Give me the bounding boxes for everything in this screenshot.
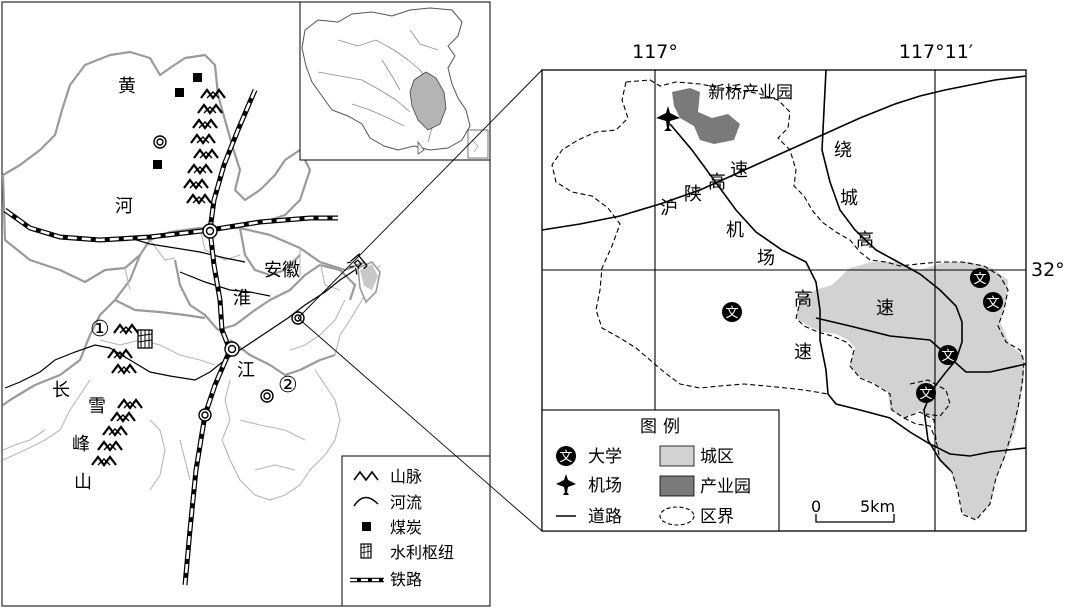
label-xinqiao-park: 新桥产业园 bbox=[708, 83, 793, 103]
railways bbox=[3, 89, 338, 586]
city-markers bbox=[153, 135, 305, 422]
latitude-label-32: 32° bbox=[1031, 259, 1065, 281]
city-marker bbox=[224, 341, 240, 357]
label-xue: 雪 bbox=[88, 396, 106, 417]
graticule-lines bbox=[542, 70, 1026, 531]
left-map-legend: 山脉 河流 煤炭 水利枢纽 铁路 bbox=[341, 455, 491, 607]
university-icon: 文 bbox=[970, 268, 990, 288]
city-marker bbox=[260, 389, 274, 403]
legend-label-boundary: 区界 bbox=[700, 507, 734, 527]
svg-text:文: 文 bbox=[973, 272, 986, 287]
label-hushan-3: 高 bbox=[708, 172, 726, 193]
universities: 文 文 文 文 文 bbox=[722, 268, 1003, 403]
coal-icon bbox=[175, 88, 184, 97]
coal-icon bbox=[362, 522, 371, 531]
label-feng: 峰 bbox=[72, 434, 90, 455]
road-branch-south bbox=[923, 371, 951, 471]
legend-title: 图例 bbox=[640, 417, 686, 437]
legend-label-university: 大学 bbox=[588, 447, 622, 467]
label-huang: 黄 bbox=[118, 76, 136, 97]
university-icon: 文 bbox=[983, 292, 1003, 312]
svg-text:文: 文 bbox=[725, 306, 738, 321]
university-icon: 文 bbox=[556, 446, 576, 466]
university-icon: 文 bbox=[938, 345, 958, 365]
legend-label-industrial: 产业园 bbox=[700, 477, 751, 497]
svg-text:文: 文 bbox=[941, 349, 954, 364]
city-marker bbox=[153, 135, 167, 149]
legend-label-road: 道路 bbox=[588, 507, 622, 527]
mountain-icon bbox=[353, 470, 379, 482]
left-regional-map: 黄 河 安徽 淮 河 长 江 雪 峰 山 ① ② bbox=[1, 1, 491, 607]
label-airport-1: 机 bbox=[726, 220, 744, 241]
label-airport-4: 速 bbox=[794, 342, 812, 363]
label-he: 河 bbox=[115, 196, 133, 217]
label-ring-2: 城 bbox=[840, 188, 858, 209]
label-hushan-1: 沪 bbox=[660, 198, 678, 219]
road-branch-center bbox=[815, 317, 931, 341]
label-ring-3: 高 bbox=[856, 230, 874, 251]
urban-area-swatch bbox=[659, 445, 695, 467]
airport-icon bbox=[556, 474, 576, 495]
legend-label-mountain: 山脉 bbox=[390, 467, 422, 486]
legend-label-railway: 铁路 bbox=[390, 570, 422, 589]
label-shan: 山 bbox=[74, 472, 92, 493]
hydro-hub-icon bbox=[360, 543, 372, 559]
longitude-label-117: 117° bbox=[632, 41, 678, 63]
svg-text:文: 文 bbox=[559, 450, 572, 465]
label-airport-2: 场 bbox=[757, 248, 775, 269]
rivers bbox=[4, 237, 381, 389]
china-inset-map bbox=[299, 1, 491, 161]
university-icon: 文 bbox=[722, 302, 742, 322]
label-anhui: 安徽 bbox=[264, 260, 300, 281]
city-marker bbox=[202, 223, 218, 239]
road-airport-highway bbox=[669, 123, 1027, 457]
coal-icon bbox=[153, 160, 162, 169]
zoom-connector-lines bbox=[297, 69, 543, 532]
legend-label-river: 河流 bbox=[390, 493, 422, 512]
coordinate-labels: 117° 117°11′ 32° bbox=[632, 41, 1065, 281]
hydro-hub-icon bbox=[137, 329, 153, 349]
longitude-label-117-11: 117°11′ bbox=[899, 41, 973, 63]
left-map-labels: 黄 河 安徽 淮 河 长 江 雪 峰 山 ① ② bbox=[52, 76, 372, 493]
label-huai: 淮 bbox=[233, 288, 251, 309]
svg-text:文: 文 bbox=[919, 387, 932, 402]
marker-2: ② bbox=[278, 373, 298, 398]
label-hushan-4: 速 bbox=[730, 160, 748, 181]
xinqiao-industrial-park bbox=[672, 88, 740, 144]
airport-icon bbox=[656, 106, 680, 131]
university-icon: 文 bbox=[916, 383, 936, 403]
scale-zero: 0 bbox=[811, 497, 821, 516]
right-map-legend: 图例 文 大学 城区 机场 产业园 道路 区界 bbox=[541, 409, 780, 532]
scale-bar: 0 5km bbox=[811, 497, 895, 523]
scale-distance: 5km bbox=[860, 497, 895, 516]
label-ring-4: 速 bbox=[876, 298, 894, 319]
marker-1: ① bbox=[90, 317, 110, 342]
label-airport-3: 高 bbox=[794, 289, 812, 310]
svg-text:文: 文 bbox=[986, 296, 999, 311]
label-hushan-2: 陕 bbox=[684, 184, 702, 205]
coal-deposits bbox=[153, 73, 202, 169]
label-jiang: 江 bbox=[237, 360, 255, 381]
industrial-park-swatch bbox=[659, 475, 695, 497]
hefei-detail-map: 文 文 文 文 文 117° 117°11′ 32° bbox=[541, 41, 1065, 532]
legend-label-airport: 机场 bbox=[588, 476, 622, 496]
city-marker bbox=[198, 408, 212, 422]
right-map-labels: 新桥产业园 沪 陕 高 速 绕 城 高 速 机 场 高 速 bbox=[660, 83, 894, 363]
coal-icon bbox=[193, 73, 202, 82]
label-chang: 长 bbox=[52, 380, 70, 401]
road-hushan-highway bbox=[541, 75, 1027, 231]
legend-label-coal: 煤炭 bbox=[390, 518, 422, 537]
legend-label-hydro: 水利枢纽 bbox=[390, 543, 454, 562]
district-boundary-icon bbox=[659, 506, 695, 526]
road-ring-highway bbox=[821, 69, 963, 373]
legend-label-urban: 城区 bbox=[700, 447, 734, 467]
river-icon bbox=[353, 496, 379, 507]
label-ring-1: 绕 bbox=[834, 140, 852, 161]
district-boundaries bbox=[551, 79, 1025, 521]
